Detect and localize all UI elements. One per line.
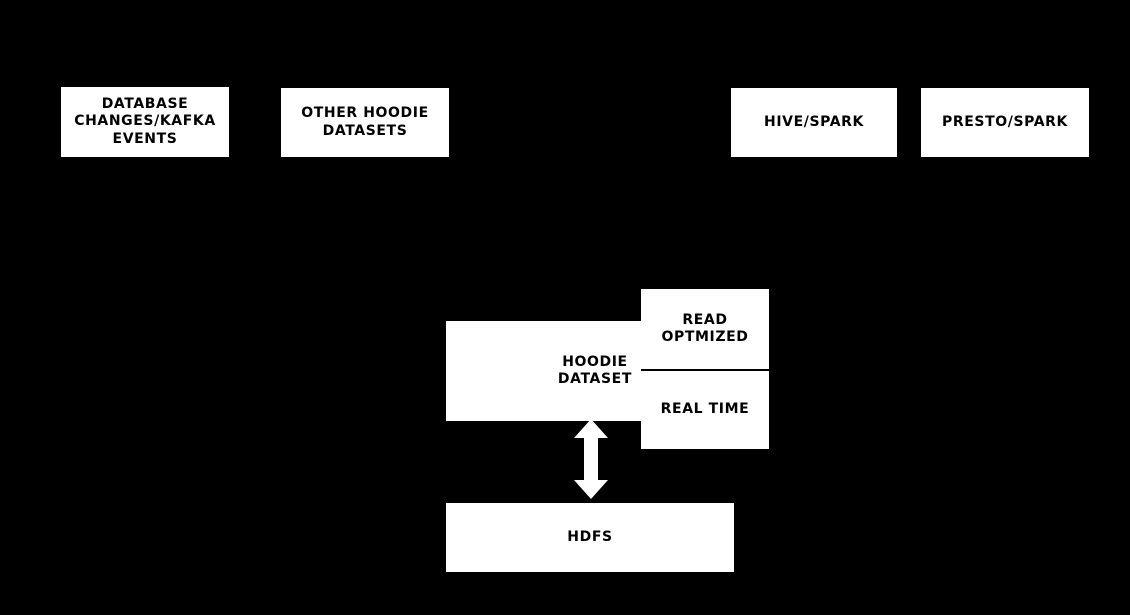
node-other-hoodie-datasets[interactable]: OTHER HOODIE DATASETS — [281, 88, 449, 157]
node-label: HDFS — [567, 528, 613, 545]
node-hdfs[interactable]: HDFS — [446, 503, 734, 572]
node-label: REAL TIME — [660, 401, 750, 418]
node-hive-spark[interactable]: HIVE/SPARK — [731, 88, 897, 157]
node-hoodie-dataset[interactable]: HOODIE DATASET — [446, 321, 642, 421]
node-read-optimized-view[interactable]: READ OPTMIZED — [641, 289, 769, 371]
node-label: PRESTO/SPARK — [942, 113, 1068, 130]
node-database-changes-kafka-events[interactable]: DATABASE CHANGES/KAFKA EVENTS — [61, 87, 229, 157]
node-label: HOODIE DATASET — [557, 353, 632, 387]
double-headed-arrow-icon — [574, 419, 608, 499]
node-label: HIVE/SPARK — [764, 113, 864, 130]
node-presto-spark[interactable]: PRESTO/SPARK — [921, 88, 1089, 157]
node-label: OTHER HOODIE DATASETS — [301, 105, 429, 139]
node-label: READ OPTMIZED — [661, 311, 749, 345]
node-label: DATABASE CHANGES/KAFKA EVENTS — [74, 96, 216, 147]
node-real-time-view[interactable]: REAL TIME — [641, 371, 769, 449]
